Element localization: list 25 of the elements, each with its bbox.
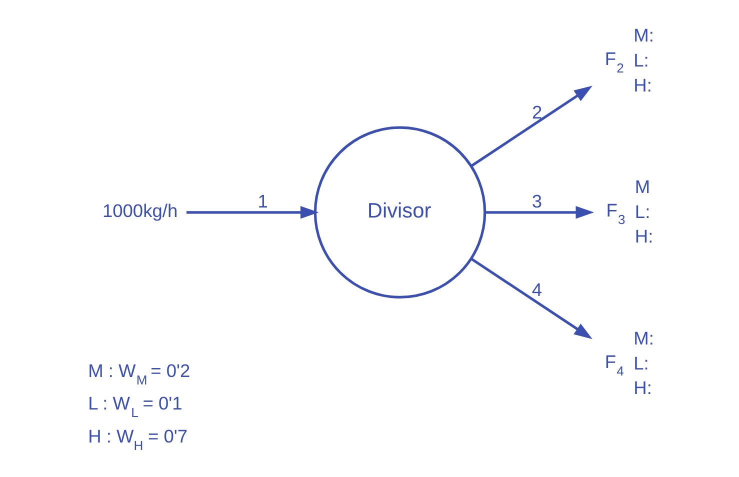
node-label: M	[634, 176, 650, 198]
arrow	[484, 206, 594, 219]
node-label: H:	[634, 226, 653, 247]
edge-label: 4	[531, 279, 542, 300]
node-label: H:	[633, 377, 652, 398]
node-circle: Divisor	[313, 126, 486, 299]
arrow	[470, 258, 592, 340]
arrow	[470, 86, 592, 167]
edge-label: 3	[531, 190, 542, 212]
node-label: L:	[633, 352, 648, 374]
edge-label: 2	[531, 102, 542, 123]
label: H : W$_{H}$ = 0'7	[88, 425, 188, 453]
node-label: L:	[634, 200, 650, 222]
node-text: F$_{4}$	[604, 350, 624, 378]
node-text: F$_{2}$	[604, 48, 624, 76]
arrow	[186, 206, 318, 219]
label: M : W$_{M}$ = 0'2	[88, 360, 190, 388]
node-label: H:	[633, 74, 652, 96]
node-label: M:	[633, 24, 654, 46]
edge-label: 1	[257, 190, 268, 212]
node-text: 1000kg/h	[102, 200, 178, 222]
node-text: F$_{3}$	[606, 200, 625, 228]
node-label: L:	[633, 49, 648, 70]
node-label: M:	[633, 327, 654, 348]
label: L : W$_{L}$ = 0'1	[88, 392, 182, 420]
